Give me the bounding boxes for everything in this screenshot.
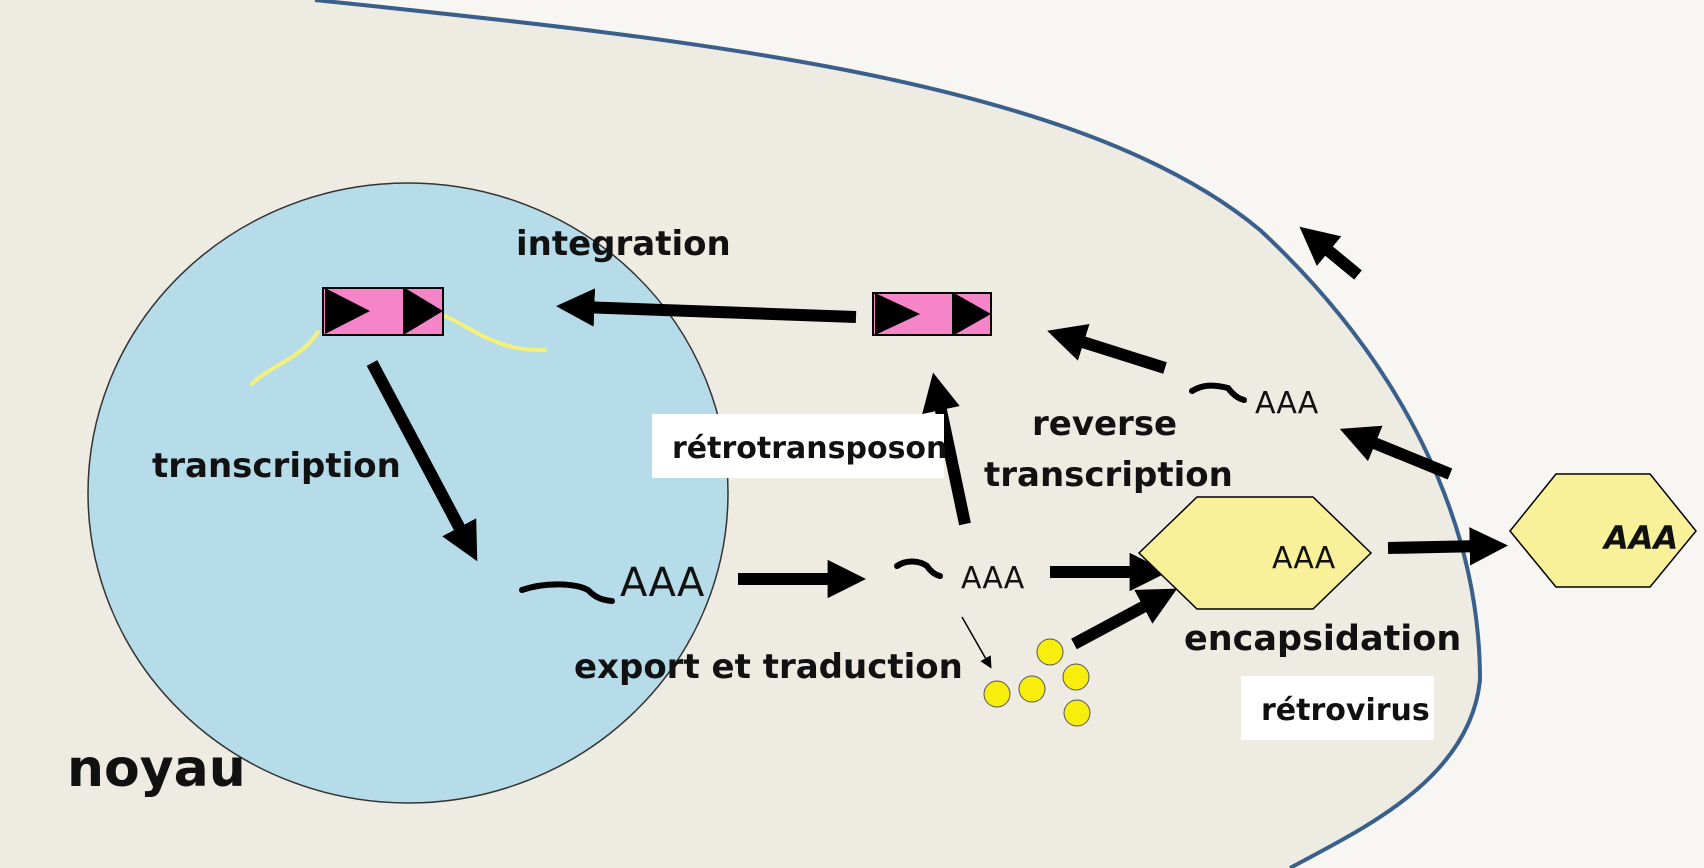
capsid-released-retrovirus [1509,473,1697,588]
rna-cytoplasm [894,558,943,579]
ltr-arrow-icon [875,293,920,335]
label-retrotransposon: rétrotransposon [672,431,947,466]
host-dna-strand [250,314,547,386]
label-integration: integration [516,224,731,264]
label-retrovirus: rétrovirus [1261,693,1430,728]
label-reverse-transcription: transcription [984,455,1233,495]
nucleus [87,182,729,804]
label-transcription: transcription [152,446,401,486]
cell-membrane [314,0,1483,868]
arrow-release [1387,527,1508,566]
polya-cytoplasm: AAA [961,561,1025,596]
label-noyau: noyau [67,739,246,799]
arrow-reverse-transcription [1047,324,1167,374]
rna-nucleus [519,581,615,604]
polya-nucleus: AAA [620,560,705,606]
arrow-translation [961,616,992,669]
arrow-integration [556,288,857,327]
label-export-traduction: export et traduction [574,647,963,687]
cdna-retrotransposon [872,292,992,336]
arrow-capsid-to-reverse [1339,425,1453,480]
rna-reverse [1189,382,1247,403]
retrotransposon-label-box [652,414,944,478]
ltr-arrow-icon [954,293,991,335]
polya-capsid: AAA [1272,541,1336,576]
ltr-arrow-icon [405,288,443,334]
arrow-proteins-to-capsid [1071,588,1178,650]
polya-released: AAA [1601,519,1678,557]
integrated-retrotransposon [322,287,444,336]
ltr-arrow-icon [325,288,370,334]
translated-proteins [983,638,1091,727]
label-reverse: reverse [1032,404,1177,444]
arrow-transcription [366,360,478,562]
label-encapsidation: encapsidation [1184,619,1461,659]
retrovirus-label-box [1241,676,1434,740]
arrow-exit-cell [1299,226,1362,280]
polya-reverse: AAA [1255,386,1319,421]
capsid-encapsidation [1137,496,1373,610]
